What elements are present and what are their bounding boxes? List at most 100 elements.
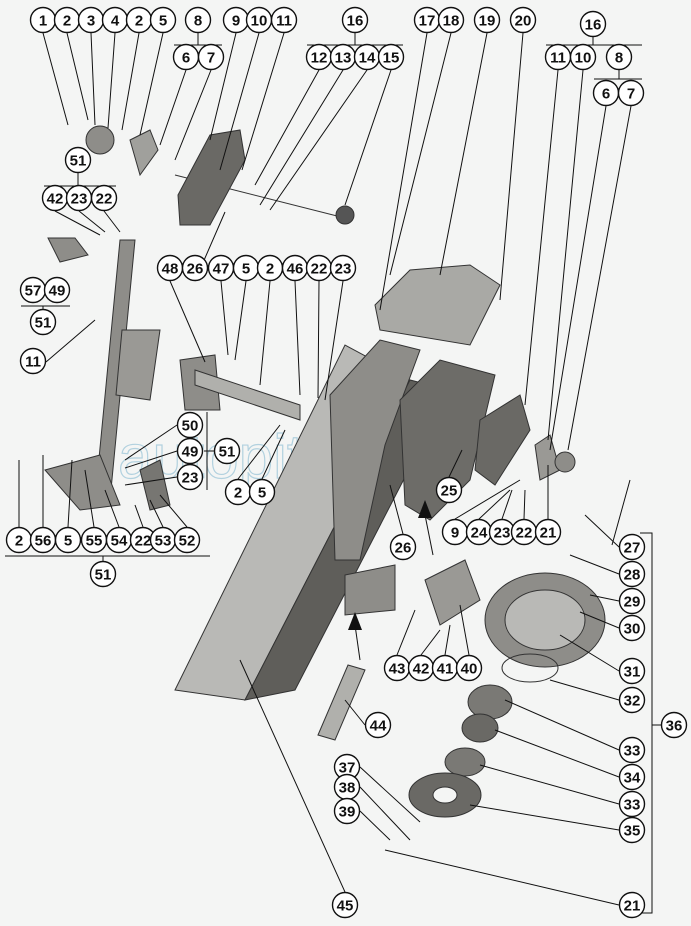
callout-number: 57 (25, 283, 42, 300)
bearing-housing (129, 129, 159, 177)
callout-14: 14 (353, 43, 381, 71)
washer-b (444, 747, 486, 777)
callout-42: 42 (41, 184, 69, 212)
callout-circle (43, 276, 71, 304)
callout-5: 5 (232, 254, 260, 282)
callout-43: 43 (383, 654, 411, 682)
callout-circle (333, 797, 361, 825)
callout-number: 41 (437, 661, 454, 678)
callout-5: 5 (149, 6, 177, 34)
callout-circle (618, 891, 646, 919)
callout-circle (437, 6, 465, 34)
callout-circle (181, 254, 209, 282)
callout-49: 49 (43, 276, 71, 304)
callout-number: 56 (35, 533, 52, 550)
callout-number: 22 (96, 191, 113, 208)
callout-number: 6 (602, 86, 610, 103)
callout-circle (509, 6, 537, 34)
callout-circle (29, 308, 57, 336)
callout-number: 11 (550, 50, 566, 67)
callout-21: 21 (618, 891, 646, 919)
callout-number: 17 (419, 13, 436, 30)
left-plate (115, 329, 161, 401)
callout-18: 18 (437, 6, 465, 34)
callout-36: 36 (660, 711, 688, 739)
callout-circle (54, 526, 82, 554)
callout-8: 8 (605, 43, 633, 71)
callout-56: 56 (29, 526, 57, 554)
callout-number: 4 (111, 13, 120, 30)
leader-lines (18, 32, 632, 906)
belt (501, 653, 559, 683)
callout-26: 26 (389, 533, 417, 561)
callout-circle (176, 463, 204, 491)
callout-number: 7 (627, 86, 635, 103)
callout-number: 24 (471, 525, 488, 542)
callout-number: 2 (266, 261, 274, 278)
callout-16: 16 (579, 10, 607, 38)
plate-44 (317, 664, 366, 741)
callout-6: 6 (592, 79, 620, 107)
callout-17: 17 (413, 6, 441, 34)
callout-23: 23 (488, 518, 516, 546)
callout-46: 46 (281, 254, 309, 282)
callout-number: 32 (624, 693, 641, 710)
callout-circle (618, 560, 646, 588)
washer-a (467, 684, 513, 720)
callout-4: 4 (101, 6, 129, 34)
callout-number: 18 (443, 13, 460, 30)
right-bearing (554, 451, 576, 473)
callout-number: 22 (135, 533, 152, 550)
callout-number: 38 (339, 780, 356, 797)
callout-circle (569, 43, 597, 71)
callout-number: 26 (395, 540, 412, 557)
callout-2: 2 (125, 6, 153, 34)
callout-41: 41 (431, 654, 459, 682)
callout-15: 15 (377, 43, 405, 71)
callout-number: 51 (95, 567, 112, 584)
callout-circle (389, 533, 417, 561)
callout-number: 2 (135, 13, 143, 30)
callout-39: 39 (333, 797, 361, 825)
callout-circle (364, 711, 392, 739)
side-frame-left (329, 339, 421, 561)
callout-number: 6 (182, 50, 190, 67)
callout-number: 54 (111, 533, 128, 550)
callout-number: 36 (666, 718, 683, 735)
callout-number: 19 (479, 13, 496, 30)
arrow-up-icon (418, 500, 432, 518)
callout-40: 40 (455, 654, 483, 682)
callout-circle (579, 10, 607, 38)
callout-number: 43 (389, 661, 406, 678)
right-flange (474, 394, 531, 486)
side-frame-right (399, 359, 496, 521)
callout-circle (176, 411, 204, 439)
callout-11: 11 (270, 6, 298, 34)
callout-circle (149, 6, 177, 34)
callout-9: 9 (222, 6, 250, 34)
callout-21: 21 (534, 518, 562, 546)
callout-27: 27 (618, 533, 646, 561)
callout-circle (617, 79, 645, 107)
callout-number: 31 (624, 664, 641, 681)
callout-circle (90, 184, 118, 212)
callout-16: 16 (341, 6, 369, 34)
flange-disc (177, 129, 246, 226)
callout-24: 24 (465, 518, 493, 546)
callout-8: 8 (184, 6, 212, 34)
callout-number: 47 (213, 261, 230, 278)
callout-number: 9 (232, 13, 240, 30)
plate-40 (424, 559, 481, 626)
callout-number: 25 (441, 483, 458, 500)
callout-number: 45 (337, 898, 354, 915)
callout-51: 51 (89, 560, 117, 588)
callout-50: 50 (176, 411, 204, 439)
callout-circle (618, 614, 646, 642)
callout-19: 19 (473, 6, 501, 34)
callout-number: 7 (207, 50, 215, 67)
callout-number: 11 (276, 13, 292, 30)
callout-7: 7 (617, 79, 645, 107)
callout-number: 20 (515, 13, 532, 30)
callout-number: 8 (615, 50, 623, 67)
